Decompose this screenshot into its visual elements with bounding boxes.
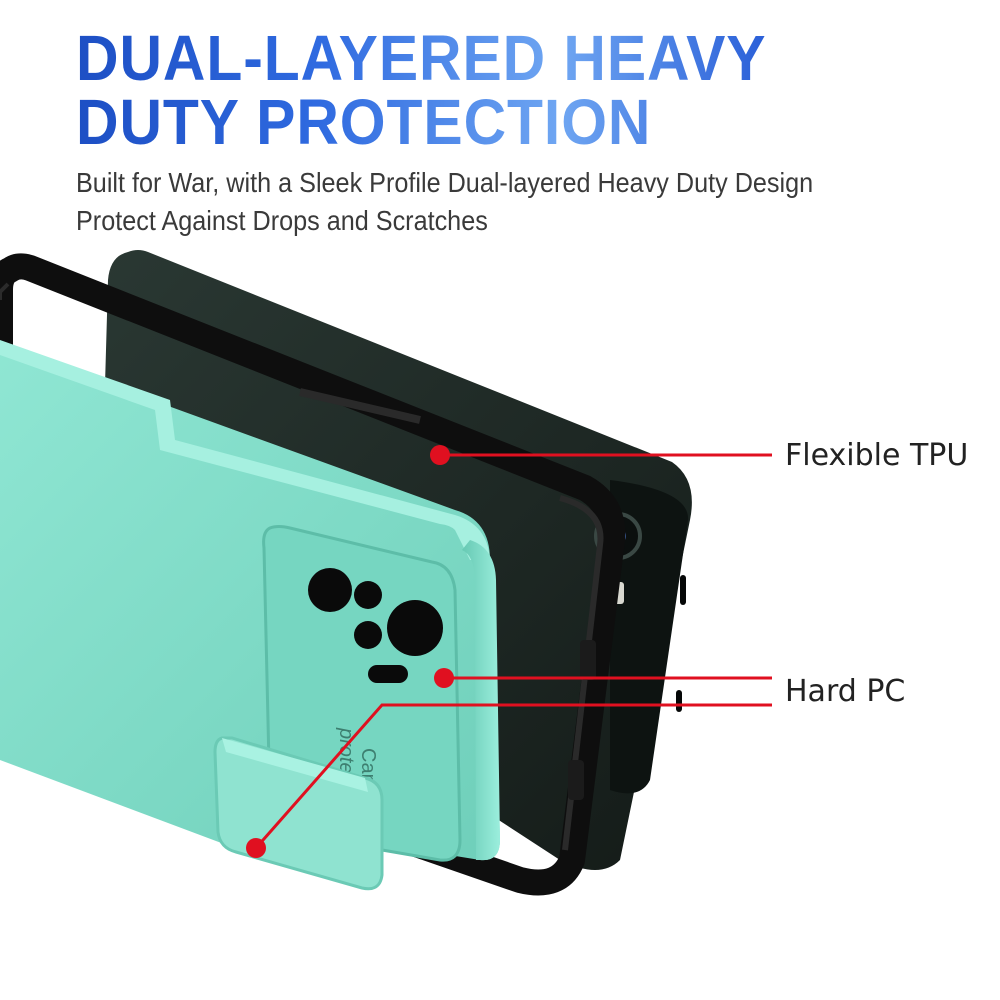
tpu-bumper-frame	[0, 253, 626, 896]
hard-pc-shell: Camera protection	[0, 340, 500, 891]
callout-tpu	[430, 445, 772, 465]
callout-pc-dot	[434, 668, 454, 688]
label-flexible-tpu: Flexible TPU	[785, 438, 969, 473]
subtitle-line-2: Protect Against Drops and Scratches	[76, 205, 488, 236]
subtitle-line-1: Built for War, with a Sleek Profile Dual…	[76, 167, 814, 198]
subtitle: Built for War, with a Sleek Profile Dual…	[76, 164, 813, 240]
label-hard-pc: Hard PC	[785, 674, 906, 709]
callout-tpu-dot	[430, 445, 450, 465]
callout-pc	[246, 668, 772, 858]
case-camera-cutouts	[308, 568, 443, 683]
callout-cover-dot	[246, 838, 266, 858]
